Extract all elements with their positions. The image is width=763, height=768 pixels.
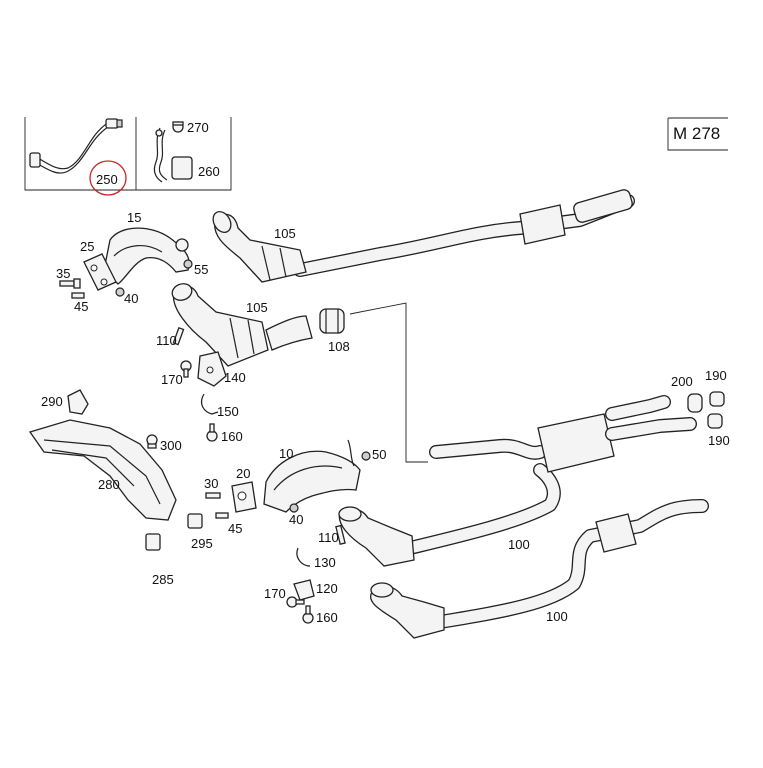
exhaust-manifold-15[interactable] [103,227,190,285]
label-105-lower: 105 [246,300,268,315]
label-35: 35 [56,266,70,281]
inset-panels [24,117,232,191]
bolt-270[interactable] [172,121,184,133]
label-285: 285 [152,572,174,587]
tail-pipe-upper[interactable] [572,188,633,223]
gasket-20[interactable] [231,481,257,513]
oxygen-sensor-250[interactable] [29,118,123,174]
model-label: M 278 [673,124,720,143]
label-170-lower: 170 [264,586,286,601]
exhaust-manifold-10[interactable] [263,439,361,513]
label-110-upper: 110 [156,333,177,348]
clamp-190-lower[interactable] [707,413,723,429]
bolt-170-upper[interactable] [180,360,192,378]
upper-exhaust-pipe[interactable] [293,188,635,277]
label-10: 10 [279,446,293,461]
bolt-160-upper[interactable] [206,423,218,442]
label-170-upper: 170 [161,372,183,387]
label-105-upper: 105 [274,226,296,241]
label-300: 300 [160,438,182,453]
bracket-260[interactable] [153,127,193,183]
rear-silencer-upper[interactable] [519,204,566,245]
bolt-110-lower[interactable] [335,524,346,546]
label-200: 200 [671,374,693,389]
label-50: 50 [372,447,386,462]
leader-108 [349,302,428,463]
bolt-300[interactable] [146,434,158,449]
label-120: 120 [316,581,338,596]
label-250: 250 [96,172,118,187]
gasket-25[interactable] [83,253,117,291]
label-190-upper: 190 [705,368,727,383]
nut-55[interactable] [183,259,193,269]
stud-45-lower[interactable] [215,512,229,519]
label-45: 45 [74,299,88,314]
resonator-lower[interactable] [595,513,637,553]
clamp-200[interactable] [687,393,703,413]
clamp-108[interactable] [319,308,345,334]
bracket-140[interactable] [197,351,227,387]
label-100-upper: 100 [508,537,530,552]
center-muffler[interactable] [429,395,697,473]
label-295: 295 [191,536,213,551]
bolt-160-lower[interactable] [302,605,314,624]
stud-30[interactable] [205,492,221,499]
nut-50[interactable] [361,451,371,461]
label-30: 30 [204,476,218,491]
label-15: 15 [127,210,141,225]
bracket-130[interactable] [296,547,311,567]
label-270: 270 [187,120,209,135]
label-260: 260 [198,164,220,179]
clip-295[interactable] [187,513,203,529]
bracket-150[interactable] [200,393,219,415]
label-40b: 40 [289,512,303,527]
label-150: 150 [217,404,239,419]
bracket-120[interactable] [293,579,315,601]
bracket-290[interactable] [67,389,89,415]
label-108: 108 [328,339,350,354]
label-160-lower: 160 [316,610,338,625]
label-280: 280 [98,477,120,492]
label-110-lower: 110 [318,530,339,545]
label-100-lower: 100 [546,609,568,624]
clamp-190-upper[interactable] [709,391,725,407]
front-pipe-100-lower[interactable] [370,499,709,639]
highlight-circle [89,160,127,196]
label-40a: 40 [124,291,138,306]
inset-frame [24,117,232,191]
label-160-upper: 160 [221,429,243,444]
label-130: 130 [314,555,336,570]
label-55: 55 [194,262,208,277]
catalytic-converter-105-lower[interactable] [170,281,313,367]
nut-40[interactable] [115,287,125,297]
stud-35[interactable] [59,278,81,289]
stud-45[interactable] [71,292,85,299]
label-140: 140 [224,370,246,385]
catalytic-converter-105-upper[interactable] [210,208,307,283]
front-pipe-100-upper[interactable] [338,463,561,567]
label-290: 290 [41,394,63,409]
label-190-lower: 190 [708,433,730,448]
heat-shield-280[interactable] [28,419,177,521]
label-45-lower: 45 [228,521,242,536]
nut-40-lower[interactable] [289,503,299,513]
label-20: 20 [236,466,250,481]
bolt-170-lower[interactable] [286,596,305,608]
model-box: M 278 [667,117,728,151]
mount-285[interactable] [145,533,161,551]
label-25: 25 [80,239,94,254]
bolt-110-upper[interactable] [172,326,185,346]
